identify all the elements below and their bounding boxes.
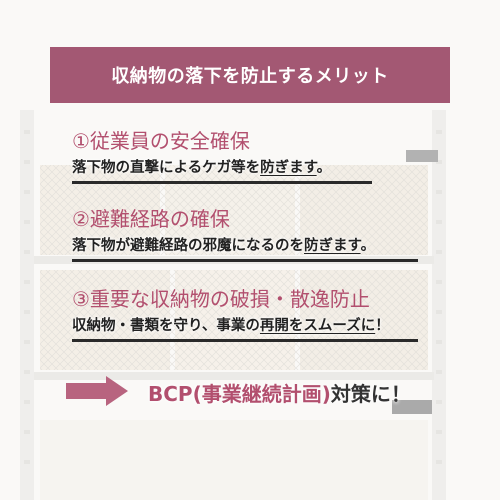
conclusion-tail: 対策に！ — [330, 382, 411, 406]
benefit-heading-2: ②避難経路の確保 — [72, 207, 230, 231]
benefit-desc-3-emphasis: 再開をスムーズに — [259, 318, 376, 334]
benefit-heading-1: ①従業員の安全確保 — [72, 129, 250, 153]
benefit-heading-3: ③重要な収納物の破損・散逸防止 — [72, 287, 370, 311]
benefit-item-3: ③重要な収納物の破損・散逸防止 収納物・書類を守り、事業の再開をスムーズに！ — [72, 286, 452, 342]
conclusion-main: BCP(事業継続計画) — [148, 382, 331, 406]
benefit-item-1: ①従業員の安全確保 落下物の直撃によるケガ等を防ぎます。 — [72, 128, 452, 184]
benefit-desc-1-post: 。 — [316, 160, 332, 176]
underline-bar-1 — [72, 181, 372, 184]
underline-bar-3 — [72, 339, 418, 342]
benefit-desc-3: 収納物・書類を守り、事業の再開をスムーズに！ — [72, 316, 452, 336]
benefit-desc-1-emphasis: 防ぎます — [260, 160, 317, 176]
benefit-desc-2-pre: 落下物が避難経路の邪魔になるのを — [72, 238, 304, 254]
benefit-desc-1: 落下物の直撃によるケガ等を防ぎます。 — [72, 158, 452, 178]
benefit-desc-2-emphasis: 防ぎます — [304, 238, 361, 254]
underline-bar-2 — [72, 259, 418, 262]
benefit-desc-2: 落下物が避難経路の邪魔になるのを防ぎます。 — [72, 236, 452, 256]
title-banner: 収納物の落下を防止するメリット — [50, 47, 450, 103]
benefit-desc-3-post: ！ — [375, 318, 390, 334]
benefit-desc-3-pre: 収納物・書類を守り、事業の — [72, 318, 260, 334]
benefit-item-2: ②避難経路の確保 落下物が避難経路の邪魔になるのを防ぎます。 — [72, 206, 452, 262]
conclusion-text: BCP(事業継続計画)対策に！ — [148, 378, 411, 407]
banner-title: 収納物の落下を防止するメリット — [111, 66, 389, 87]
benefit-desc-2-post: 。 — [360, 238, 376, 254]
benefit-desc-1-pre: 落下物の直撃によるケガ等を — [72, 160, 261, 176]
right-arrow-icon — [66, 376, 128, 406]
